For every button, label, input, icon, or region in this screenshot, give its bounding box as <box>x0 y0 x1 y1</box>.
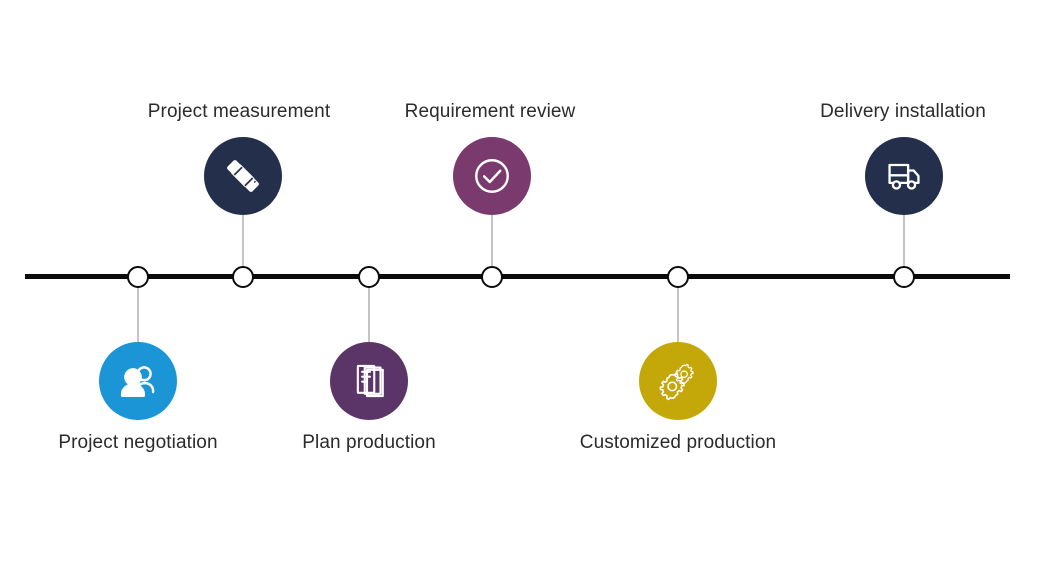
people-icon <box>115 358 161 404</box>
step-icon-project-negotiation[interactable] <box>99 342 177 420</box>
check-circle-icon <box>468 152 516 200</box>
timeline-node-delivery-installation[interactable] <box>893 266 915 288</box>
step-label-delivery-installation: Delivery installation <box>820 101 986 122</box>
step-label-plan-production: Plan production <box>302 432 436 453</box>
timeline-node-plan-production[interactable] <box>358 266 380 288</box>
pencil-ruler-icon <box>221 154 265 198</box>
connector-stem-delivery-installation <box>903 215 905 278</box>
timeline-node-requirement-review[interactable] <box>481 266 503 288</box>
step-label-requirement-review: Requirement review <box>404 101 576 122</box>
step-label-project-measurement: Project measurement <box>147 101 331 122</box>
connector-stem-project-negotiation <box>137 278 139 343</box>
timeline-axis <box>25 274 1010 279</box>
step-icon-delivery-installation[interactable] <box>865 137 943 215</box>
step-icon-project-measurement[interactable] <box>204 137 282 215</box>
step-label-customized-production: Customized production <box>579 432 777 453</box>
timeline-node-project-measurement[interactable] <box>232 266 254 288</box>
connector-stem-project-measurement <box>242 215 244 278</box>
timeline-node-project-negotiation[interactable] <box>127 266 149 288</box>
step-icon-plan-production[interactable] <box>330 342 408 420</box>
timeline-node-customized-production[interactable] <box>667 266 689 288</box>
step-label-project-negotiation: Project negotiation <box>58 432 218 453</box>
gears-icon <box>655 358 701 404</box>
step-icon-customized-production[interactable] <box>639 342 717 420</box>
connector-stem-requirement-review <box>491 215 493 278</box>
documents-icon <box>348 360 390 402</box>
connector-stem-plan-production <box>368 278 370 343</box>
connector-stem-customized-production <box>677 278 679 343</box>
step-icon-requirement-review[interactable] <box>453 137 531 215</box>
truck-icon <box>882 154 926 198</box>
